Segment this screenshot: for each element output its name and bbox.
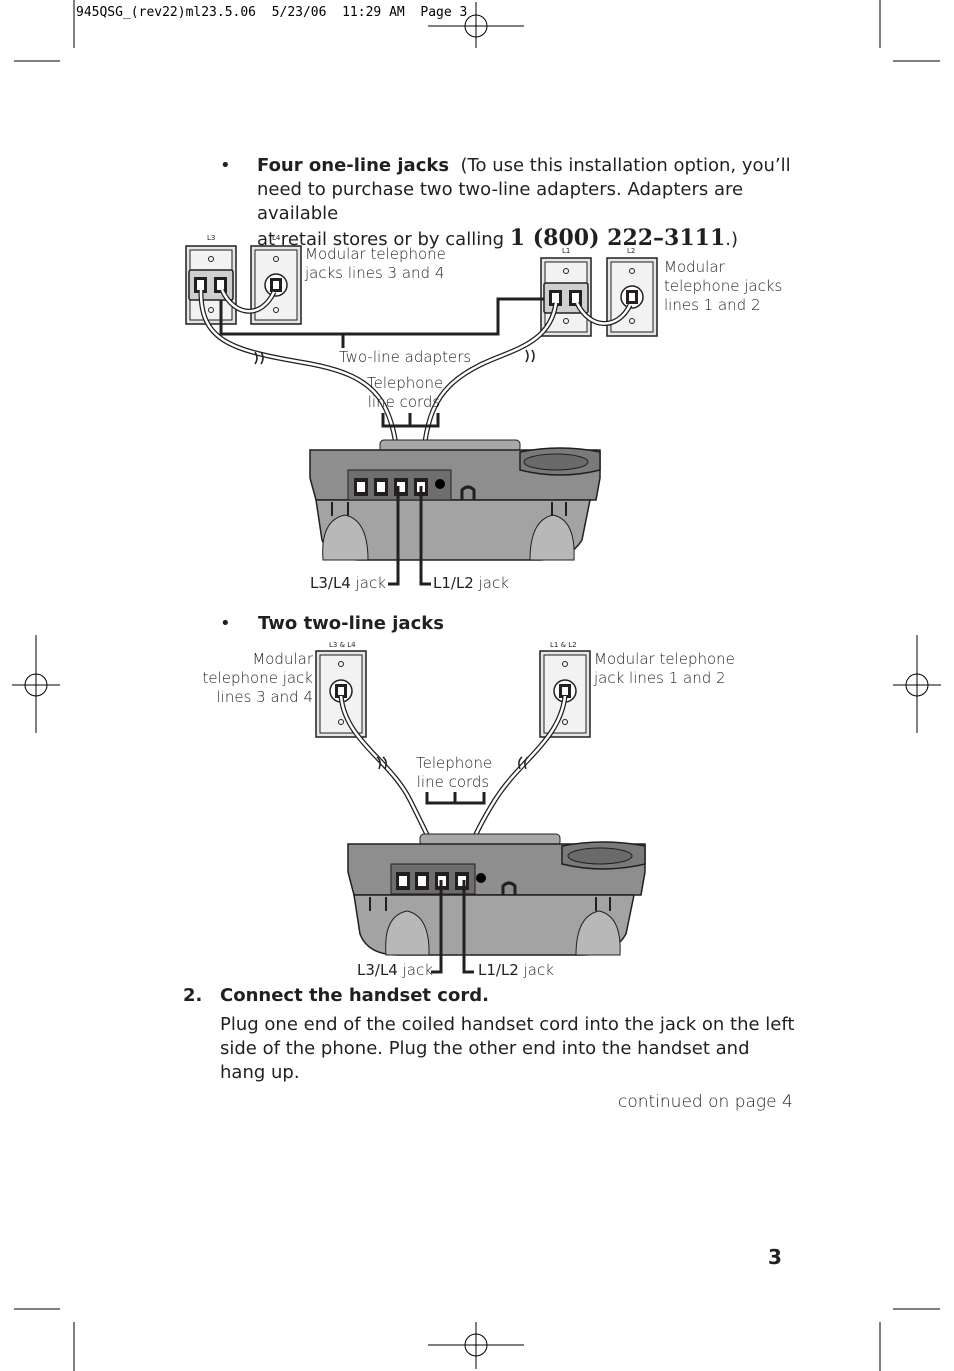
- label-two-line-adapters: Two-line adapters: [339, 348, 472, 366]
- order-phone-number: 1 (800) 222–3111: [509, 225, 726, 251]
- bullet-2: •: [220, 613, 231, 634]
- section1-title: Four one-line jacks: [257, 155, 450, 176]
- wall-plate-l3-l4: [315, 650, 367, 738]
- section1-text-3-end: .): [725, 229, 739, 250]
- label-l1-l2-jack-1: L1/L2 jack: [433, 574, 509, 592]
- label-jack-3-4: Modular telephone jack lines 3 and 4: [202, 650, 313, 706]
- step2-number: 2.: [183, 985, 203, 1006]
- label-l3-l4-jack-1: L3/L4 jack: [310, 574, 386, 592]
- jack-tag-l1: L1: [562, 247, 571, 255]
- jack-tag-l2: L2: [627, 247, 636, 255]
- registration-marks: [12, 2, 941, 1369]
- label-line-cords-2: Telephone line cords: [416, 754, 493, 791]
- label-l3-l4-jack-2: L3/L4 jack: [357, 961, 433, 979]
- label-jack-1-2: Modular telephone jack lines 1 and 2: [594, 650, 735, 687]
- section1-text-3: at retail stores or by calling: [257, 229, 505, 250]
- diagram-four-one-line-jacks: [185, 245, 658, 586]
- section1-paragraph: Four one-line jacks (To use this install…: [257, 154, 817, 252]
- printer-slug: 945QSG_(rev22)ml23.5.06 5/23/06 11:29 AM…: [76, 5, 468, 20]
- wall-plate-l1-l2: [539, 650, 591, 738]
- jack-tag-l3-l4: L3 & L4: [329, 641, 356, 649]
- step2-title: Connect the handset cord.: [220, 985, 489, 1006]
- phone-base-2: [347, 833, 646, 956]
- label-l1-l2-jack-2: L1/L2 jack: [478, 961, 554, 979]
- wall-plate-l4: [250, 245, 302, 325]
- wall-plate-l3: [185, 245, 237, 325]
- label-jacks-3-4: Modular telephone jacks lines 3 and 4: [305, 245, 446, 282]
- section1-text-1: (To use this installation option, you’ll: [460, 155, 791, 176]
- phone-base-1: [309, 439, 601, 561]
- jack-tag-l4: L4: [272, 234, 281, 242]
- wall-plate-l2: [606, 257, 658, 337]
- page-number: 3: [768, 1245, 782, 1269]
- diagram-two-two-line-jacks: [315, 650, 646, 974]
- bullet-1: •: [220, 155, 231, 176]
- label-line-cords-1: Telephone line cords: [367, 374, 444, 411]
- continued-note: continued on page 4: [618, 1092, 793, 1112]
- section2-title: Two two-line jacks: [258, 613, 444, 634]
- step2-instructions: Plug one end of the coiled handset cord …: [220, 1014, 795, 1083]
- jack-tag-l3: L3: [207, 234, 216, 242]
- label-jacks-1-2: Modular telephone jacks lines 1 and 2: [664, 258, 783, 314]
- jack-tag-l1-l2: L1 & L2: [550, 641, 577, 649]
- crop-marks: [14, 0, 940, 1371]
- section1-text-2: need to purchase two two-line adapters. …: [257, 179, 744, 224]
